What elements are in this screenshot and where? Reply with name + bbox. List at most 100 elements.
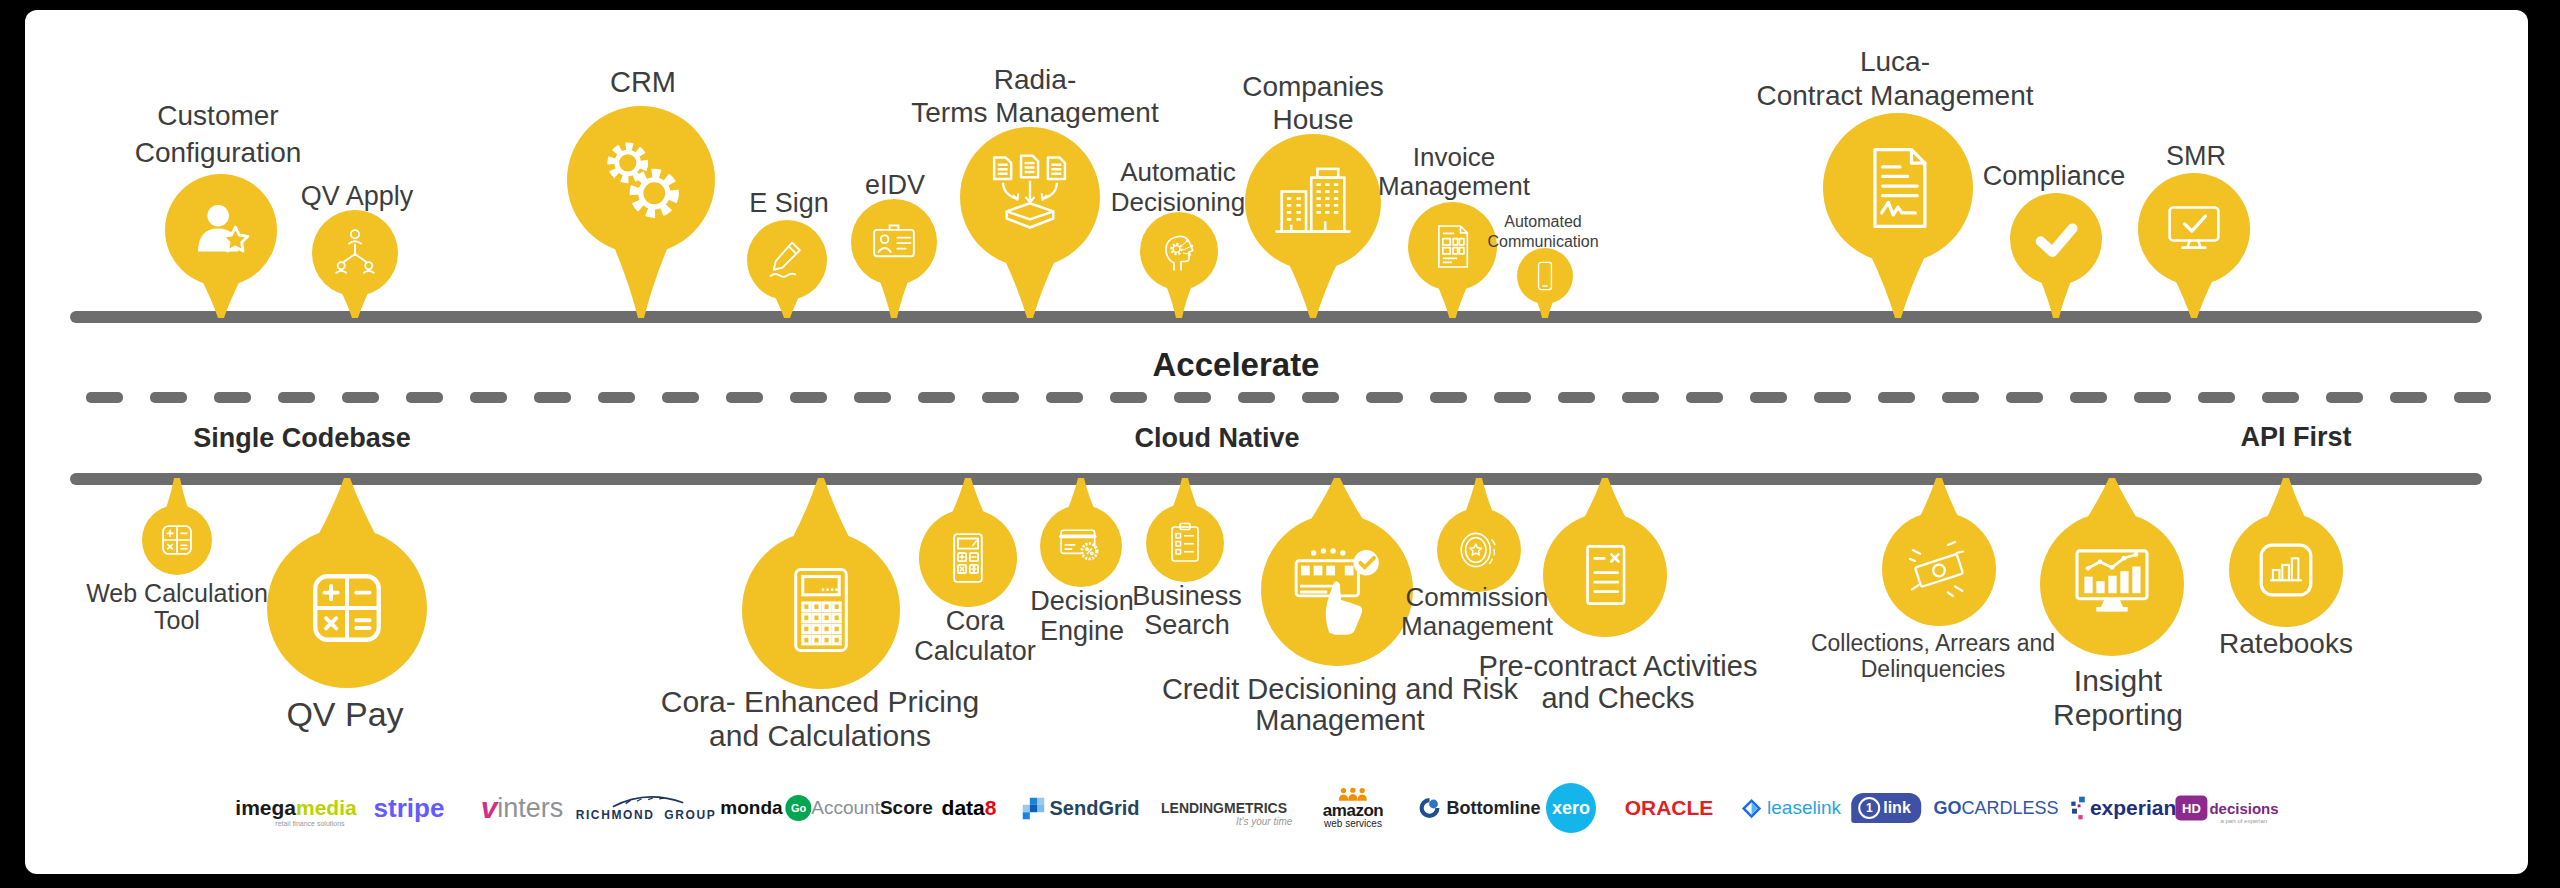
- logo-gocardless: GOCARDLESS: [1933, 798, 2058, 819]
- balloon-insight-reporting: [2040, 478, 2184, 660]
- balloon-label-cora-calculator: Cora Calculator: [914, 606, 1036, 666]
- logo-tagline: retail finance solutions: [275, 820, 344, 827]
- dash-segment: [982, 392, 1019, 403]
- balloon-label-automatic-decisioning: Automatic Decisioning: [1111, 157, 1245, 217]
- dash-segment: [2006, 392, 2043, 403]
- balloon-label-ratebooks: Ratebooks: [2219, 629, 2353, 659]
- balloon-label-decision-engine: Decision Engine: [1030, 586, 1134, 646]
- balloon-shape: [1882, 478, 1996, 626]
- monda-go-circle: Go: [786, 795, 812, 821]
- sendgrid-icon: [1022, 797, 1044, 819]
- dash-segment: [2326, 392, 2363, 403]
- dash-segment: [598, 392, 635, 403]
- balloon-web-calculation-tool: [142, 478, 212, 579]
- balloon-label-qv-apply: QV Apply: [301, 181, 414, 211]
- balloon-compliance: [2010, 193, 2102, 322]
- logo-text: data: [942, 796, 985, 820]
- balloon-credit-decisioning: [1261, 478, 1413, 670]
- hd-box: HD: [2175, 796, 2207, 821]
- balloon-shape: [1040, 478, 1122, 587]
- dash-segment: [1046, 392, 1083, 403]
- balloon-shape: [2040, 478, 2184, 656]
- balloon-e-sign: [747, 220, 827, 322]
- experian-dots-icon: [2070, 795, 2087, 821]
- balloon-shape: [2138, 173, 2250, 318]
- logo-leaselink: leaselink: [1741, 797, 1841, 819]
- balloon-label-e-sign: E Sign: [749, 188, 829, 218]
- balloon-business-search: [1146, 478, 1224, 586]
- section-label-single-codebase: Single Codebase: [193, 423, 411, 454]
- logo-text: 8: [985, 796, 997, 820]
- balloon-label-qv-pay: QV Pay: [286, 696, 403, 732]
- balloon-collections-arrears: [1882, 478, 1996, 630]
- logo-bottomline: Bottomline: [1418, 796, 1541, 820]
- balloon-label-eidv: eIDV: [865, 170, 925, 200]
- dash-segment: [86, 392, 123, 403]
- dash-segment: [2262, 392, 2299, 403]
- onelink-pill: 1link: [1851, 793, 1921, 823]
- dash-segment: [1814, 392, 1851, 403]
- balloon-decision-engine: [1040, 478, 1122, 591]
- xero-circle: xero: [1546, 783, 1596, 833]
- balloon-radia-terms-management: [960, 127, 1100, 322]
- balloon-shape: [1543, 478, 1667, 637]
- balloon-label-customer-configuration: Customer Configuration: [135, 97, 302, 171]
- balloon-crm: [567, 106, 715, 322]
- dash-segment: [534, 392, 571, 403]
- logo-text: media: [296, 796, 357, 820]
- balloon-label-credit-decisioning: Credit Decisioning and Risk Management: [1162, 674, 1518, 736]
- diagram-panel: AccelerateSingle CodebaseCloud NativeAPI…: [25, 10, 2528, 874]
- logo-text: inters: [497, 793, 563, 824]
- balloon-shape: [1437, 478, 1521, 592]
- dash-segment: [1558, 392, 1595, 403]
- logo-text: imega: [235, 796, 296, 820]
- logo-text: CARDLESS: [1961, 798, 2058, 819]
- bottomline-icon: [1418, 796, 1442, 820]
- dash-segment: [214, 392, 251, 403]
- balloon-shape: [851, 199, 937, 318]
- balloon-shape: [1823, 113, 1973, 318]
- dash-segment: [1622, 392, 1659, 403]
- logo-text: Bottomline: [1447, 798, 1541, 819]
- balloon-label-luca-contract-management: Luca- Contract Management: [1756, 45, 2033, 113]
- logo-text: ORACLE: [1625, 796, 1714, 820]
- balloon-label-pre-contract-activities: Pre-contract Activities and Checks: [1479, 650, 1758, 714]
- logo-oracle: ORACLE: [1625, 796, 1714, 820]
- logo-imegamedia: imegamediaretail finance solutions: [235, 796, 356, 820]
- balloon-label-automated-communication: Automated Communication: [1487, 212, 1598, 252]
- dash-segment: [790, 392, 827, 403]
- logo-tagline: It's your time: [1236, 816, 1292, 827]
- logo-sendgrid: SendGrid: [1022, 797, 1139, 820]
- balloon-shape: [1140, 212, 1218, 318]
- balloon-shape: [142, 478, 212, 575]
- logo-vinters: vinters: [481, 791, 564, 825]
- balloon-label-web-calculation-tool: Web Calculation Tool: [86, 580, 268, 634]
- balloon-shape: [919, 478, 1017, 607]
- balloon-shape: [742, 478, 900, 689]
- balloon-smr: [2138, 173, 2250, 322]
- dash-segment: [854, 392, 891, 403]
- dash-segment: [1686, 392, 1723, 403]
- balloon-cora-enhanced-pricing: [742, 478, 900, 693]
- logo-text: stripe: [374, 793, 445, 824]
- logo-text: Score: [880, 797, 933, 819]
- section-label-cloud-native: Cloud Native: [1134, 423, 1299, 454]
- logo-text: v: [481, 791, 498, 825]
- balloon-label-collections-arrears: Collections, Arrears and Delinquencies: [1811, 630, 2055, 682]
- logo-text: SendGrid: [1049, 797, 1139, 820]
- dash-segment: [1494, 392, 1531, 403]
- dash-segment: [1878, 392, 1915, 403]
- dash-segment: [2390, 392, 2427, 403]
- dash-segment: [1942, 392, 1979, 403]
- dash-segment: [2070, 392, 2107, 403]
- balloon-shape: [1245, 134, 1381, 318]
- balloon-shape: [1408, 202, 1497, 319]
- balloon-companies-house: [1245, 134, 1381, 322]
- balloon-shape: [1517, 248, 1573, 318]
- logo-accountscore: AccountScore: [811, 797, 932, 819]
- balloon-shape: [567, 106, 715, 318]
- logo-xero: xero: [1546, 783, 1596, 833]
- logo-richmond-group: RICHMOND GROUP: [576, 796, 717, 821]
- dash-segment: [726, 392, 763, 403]
- balloon-shape: [2010, 193, 2102, 318]
